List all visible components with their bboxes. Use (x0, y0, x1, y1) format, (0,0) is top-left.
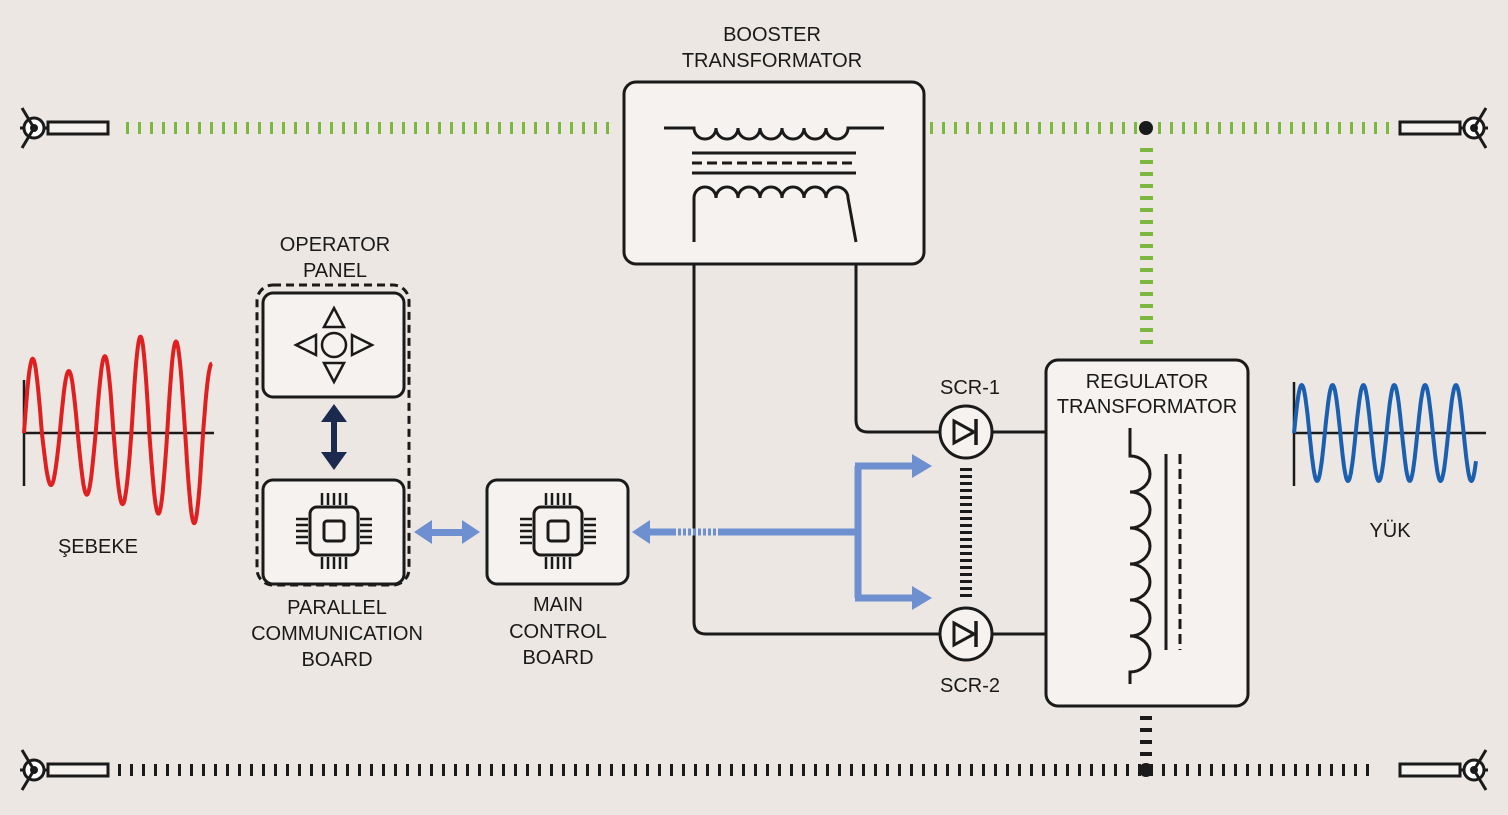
phase-branch-dash (1140, 160, 1153, 164)
plug-icon (1398, 106, 1490, 150)
scr-2-icon (938, 606, 994, 662)
phase-branch-dash (1140, 220, 1153, 224)
parallel-label-line3: BOARD (301, 649, 372, 671)
phase-branch-dash (1140, 304, 1153, 308)
scr-1-label: SCR-1 (940, 377, 1000, 399)
phase-branch-dash (1140, 256, 1153, 260)
booster-label-line1: BOOSTER (723, 24, 821, 46)
scr-1-icon (938, 404, 994, 460)
neutral-line (118, 716, 1372, 777)
scr-2-label: SCR-2 (940, 675, 1000, 697)
source-label: ŞEBEKE (58, 536, 138, 558)
regulator-coil (1128, 428, 1152, 684)
main-label-line1: MAIN (533, 594, 583, 616)
booster-label-line2: TRANSFORMATOR (682, 50, 862, 72)
operator-panel-group: OPERATOR PANEL (255, 234, 411, 587)
directional-pad-icon (293, 305, 375, 385)
regulator-transformer: REGULATOR TRANSFORMATOR (1044, 358, 1250, 708)
junction-dot (1139, 121, 1153, 135)
operator-label-line1: OPERATOR (280, 234, 390, 256)
junction-dot (1139, 763, 1153, 777)
gate-signal-arrows (632, 454, 932, 610)
operator-panel (261, 291, 406, 399)
booster-transformer: BOOSTER TRANSFORMATOR (622, 24, 926, 266)
regulator-label-line1: REGULATOR (1086, 371, 1209, 393)
booster-secondary-coil (692, 185, 858, 243)
source-waveform (22, 334, 214, 526)
phase-branch-dash (1140, 268, 1153, 272)
phase-branch-dash (1140, 196, 1153, 200)
plug-icon (18, 106, 110, 150)
phase-branch-dash (1140, 340, 1153, 344)
phase-branch-dash (1140, 148, 1153, 152)
phase-branch-dash (1140, 232, 1153, 236)
parallel-label-line1: PARALLEL (287, 597, 387, 619)
phase-branch-dash (1140, 208, 1153, 212)
main-label-line2: CONTROL (509, 621, 607, 643)
parallel-label-line2: COMMUNICATION (251, 623, 423, 645)
phase-branch-dash (1140, 292, 1153, 296)
phase-branch-dash (1140, 244, 1153, 248)
phase-branch (1140, 148, 1153, 344)
phase-branch-dash (1140, 184, 1153, 188)
plug-icon (1398, 748, 1490, 792)
phase-branch-dash (1140, 172, 1153, 176)
regulator-label-line2: TRANSFORMATOR (1057, 396, 1237, 418)
main-label-line3: BOARD (522, 647, 593, 669)
operator-label-line2: PANEL (303, 260, 367, 282)
load-waveform (1292, 382, 1486, 486)
booster-primary-coil (664, 126, 884, 141)
phase-branch-dash (1140, 280, 1153, 284)
blue-double-arrow (414, 520, 480, 544)
dark-double-arrow (321, 404, 347, 470)
load-label: YÜK (1369, 520, 1411, 542)
phase-line (126, 121, 1390, 135)
booster-wiring (692, 264, 1046, 636)
plug-icon (18, 748, 110, 792)
phase-branch-dash (1140, 328, 1153, 332)
phase-branch-dash (1140, 316, 1153, 320)
